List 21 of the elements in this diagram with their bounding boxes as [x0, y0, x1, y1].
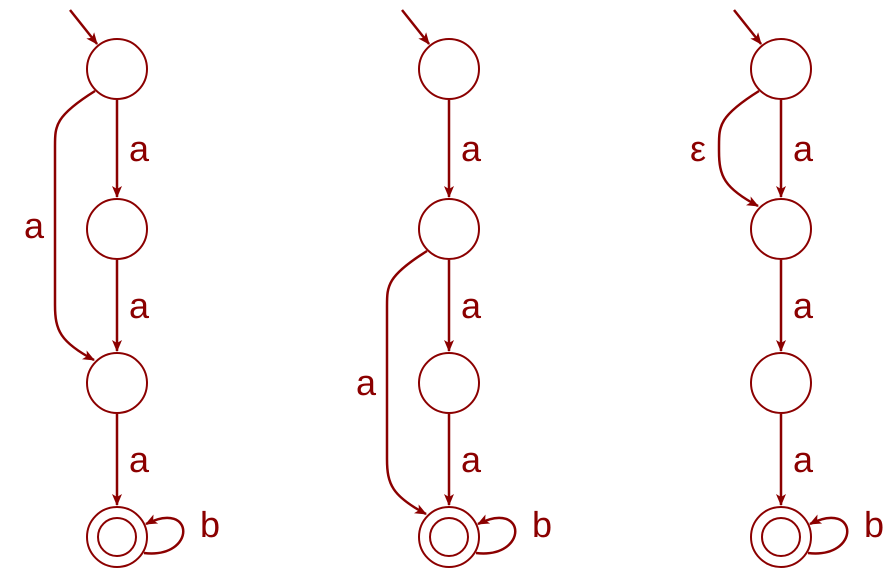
arrow — [444, 260, 454, 352]
arrow — [386, 250, 428, 516]
arrow — [776, 414, 786, 506]
arrow — [112, 260, 122, 352]
arrow — [718, 90, 760, 208]
start-arrow — [401, 9, 430, 45]
arrow — [776, 260, 786, 352]
state-circle — [86, 38, 148, 100]
arrow — [444, 100, 454, 198]
arrow — [444, 414, 454, 506]
arrow — [112, 100, 122, 198]
self-loop-arrow — [144, 515, 184, 554]
accepting-state — [418, 506, 480, 568]
start-arrow — [733, 9, 762, 45]
self-loop-arrow — [808, 515, 848, 554]
arrow — [776, 100, 786, 198]
start-arrow — [69, 9, 98, 45]
arrow — [112, 414, 122, 506]
arrow — [54, 90, 96, 362]
state-circle — [750, 38, 812, 100]
self-loop-arrow — [476, 515, 516, 554]
